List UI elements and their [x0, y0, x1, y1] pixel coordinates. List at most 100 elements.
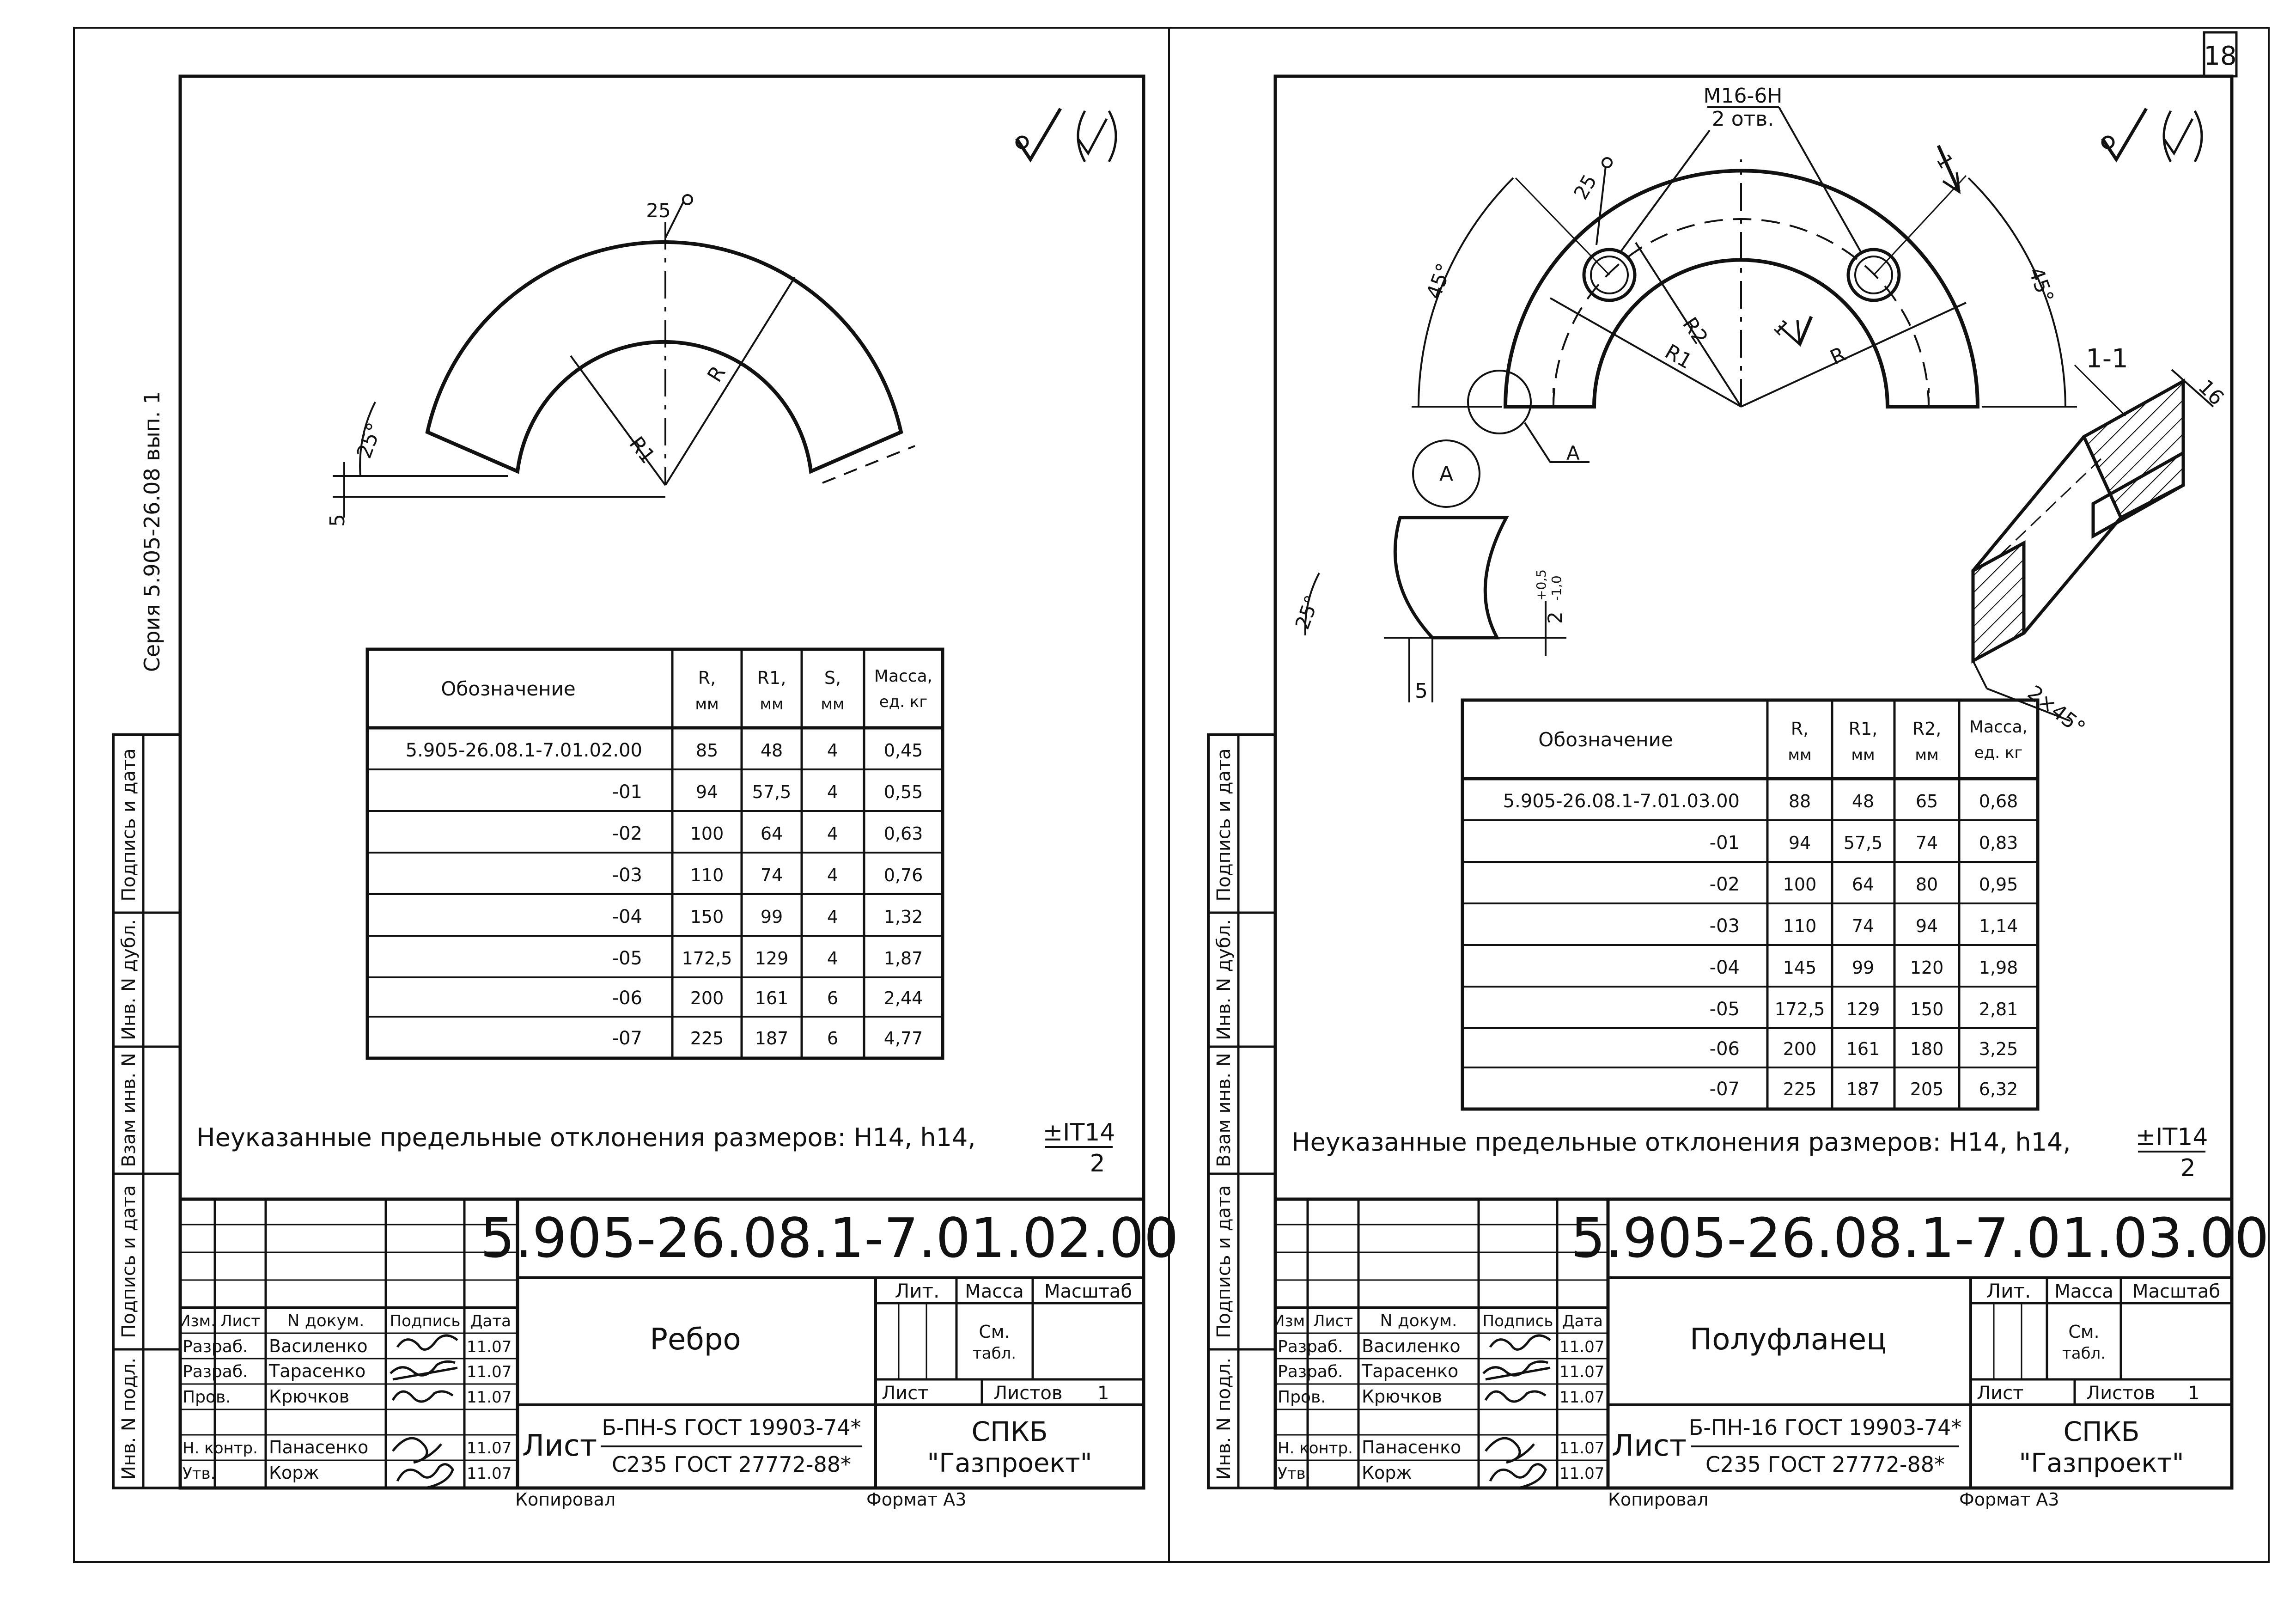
detail-offset-label: 5	[1415, 679, 1428, 703]
rib-cell: 64	[761, 823, 783, 844]
flange-col-r-unit: мм	[1788, 746, 1811, 764]
flange-head-signature: Подпись	[1483, 1312, 1553, 1330]
flange-tolerance-frac-bottom: 2	[2180, 1154, 2195, 1182]
right-stamp-replace-inv: Взам инв. N	[1213, 1053, 1235, 1167]
flange-head-change: Изм.	[1273, 1312, 1310, 1330]
rib-org-2: "Газпроект"	[927, 1448, 1092, 1478]
threaded-hole-right-inner	[1854, 256, 1893, 294]
flange-sheet: Лист	[1977, 1383, 2023, 1404]
flange-person: Тарасенко	[1361, 1361, 1458, 1381]
threaded-hole-left-inner	[1590, 256, 1629, 294]
flange-cell: 100	[1783, 874, 1817, 895]
rib-cell: 0,63	[884, 823, 923, 844]
signature-icon	[392, 1437, 454, 1489]
rib-r-leader	[664, 276, 796, 486]
left-side-stamp-grid	[113, 735, 180, 1488]
roughness-mark-icon	[2101, 108, 2148, 163]
right-stamp-inv-orig: Инв. N подл.	[1213, 1358, 1235, 1480]
roughness-paren-left-icon	[2162, 110, 2172, 163]
rib-cell: -05	[612, 948, 642, 969]
left-stamp-signature-date-2: Подпись и дата	[118, 1185, 140, 1338]
flange-cell: 48	[1852, 791, 1874, 811]
flange-cell: 187	[1846, 1079, 1880, 1099]
rib-cell: 4	[827, 782, 838, 802]
flange-cell: 94	[1916, 916, 1938, 936]
detail-tol-bottom: -1,0	[1549, 575, 1564, 601]
rib-outline	[425, 240, 903, 474]
left-drawing-frame	[178, 74, 1145, 1490]
flange-cell: 74	[1852, 916, 1874, 936]
section-hatch-right	[2082, 378, 2185, 520]
rib-mass-value-2: табл.	[973, 1344, 1016, 1363]
detail-a-view	[1393, 516, 1509, 640]
rib-part-name: Ребро	[650, 1323, 741, 1357]
thread-holes: 2 отв.	[1712, 107, 1774, 131]
detail-a-ref: А	[1566, 442, 1580, 464]
flange-table-body: 5.905-26.08.1-7.01.03.00 88 48 65 0,68 -…	[1503, 791, 2018, 1100]
right-stamp-signature-date: Подпись и дата	[1213, 748, 1235, 901]
rib-date: 11.07	[467, 1338, 512, 1356]
flange-sheets: Листов	[2086, 1383, 2155, 1404]
table-row: 5.905-26.08.1-7.01.03.00 88 48 65 0,68	[1503, 791, 2018, 812]
rib-signatures	[390, 1334, 458, 1489]
sheet-number-box	[2203, 31, 2238, 78]
list-item: Утв. Корж 11.07	[1278, 1463, 1604, 1483]
roughness-paren-right-icon	[2193, 110, 2203, 163]
roughness-circle-icon	[2101, 135, 2115, 149]
rib-mass-value-1: См.	[979, 1322, 1010, 1342]
flange-org-1: СПКБ	[2063, 1416, 2139, 1447]
rib-person: Корж	[269, 1463, 319, 1483]
rib-title-people: Разраб. Василенко 11.07 Разраб. Тарасенк…	[183, 1336, 512, 1483]
rib-cell: 0,76	[884, 865, 923, 885]
rib-role: Разраб.	[183, 1362, 248, 1381]
rib-col-mass: Масса,	[874, 667, 932, 686]
flange-cell: -01	[1710, 832, 1740, 854]
flange-cell: 150	[1910, 999, 1944, 1019]
rib-r-label: R	[703, 362, 730, 386]
flange-lit: Лит.	[1986, 1280, 2031, 1302]
rib-org-1: СПКБ	[971, 1416, 1048, 1447]
rib-angle-arc	[359, 402, 376, 476]
detail-a-leader	[1524, 422, 1551, 463]
rib-table-grid	[365, 647, 944, 1060]
flange-cell: 5.905-26.08.1-7.01.03.00	[1503, 791, 1740, 812]
signature-icon	[1484, 1390, 1547, 1403]
rib-cell: -06	[612, 988, 642, 1009]
signature-icon	[391, 1390, 454, 1403]
rib-head-doc: N докум.	[287, 1311, 365, 1330]
flange-date: 11.07	[1559, 1338, 1604, 1356]
flange-cell: 0,83	[1979, 833, 2018, 853]
flange-col-r2-unit: мм	[1915, 746, 1938, 764]
flange-roughness-dot-icon	[1602, 157, 1613, 168]
table-row: -01 94 57,5 74 0,83	[1710, 832, 2018, 854]
roughness-circle-icon	[1015, 135, 1029, 149]
rib-cell: -03	[612, 865, 642, 886]
angle-arc-left	[1418, 177, 1514, 407]
rib-cell: -07	[612, 1028, 642, 1049]
flange-cell: -02	[1710, 874, 1740, 895]
flange-table-grid	[1461, 698, 2040, 1111]
flange-person: Крючков	[1362, 1386, 1442, 1407]
table-row: 5.905-26.08.1-7.01.02.00 85 48 4 0,45	[406, 740, 923, 761]
rib-tolerance-note: Неуказанные предельные отклонения размер…	[196, 1123, 976, 1152]
section-mark-bottom	[1798, 316, 1813, 345]
rib-title-block-grid	[180, 1197, 1144, 1488]
rib-title-headers: Изм. Лист N докум. Подпись Дата	[179, 1311, 511, 1330]
rib-offset-label: 5	[326, 514, 349, 527]
flange-part-name: Полуфланец	[1690, 1323, 1887, 1357]
section-title: 1-1	[2086, 344, 2128, 374]
flange-ext-ray-left	[1515, 177, 1610, 276]
rib-cell: 74	[761, 865, 783, 885]
table-row: -05 172,5 129 4 1,87	[612, 948, 923, 969]
rib-cell: -04	[612, 906, 642, 927]
flange-sheets-count: 1	[2188, 1383, 2199, 1404]
flange-r2-leader	[1635, 242, 1742, 408]
table-row: -01 94 57,5 4 0,55	[612, 781, 923, 803]
left-stamp-replace-inv: Взам инв. N	[118, 1053, 140, 1167]
rib-roughness-value: 25	[646, 199, 670, 222]
flange-col-designation: Обозначение	[1538, 728, 1673, 751]
list-item: Разраб. Василенко 11.07	[183, 1336, 512, 1356]
rib-head-signature: Подпись	[390, 1312, 461, 1330]
rib-tolerance-frac-top: ±IT14	[1043, 1119, 1115, 1146]
flange-mass: Масса	[2054, 1281, 2113, 1302]
